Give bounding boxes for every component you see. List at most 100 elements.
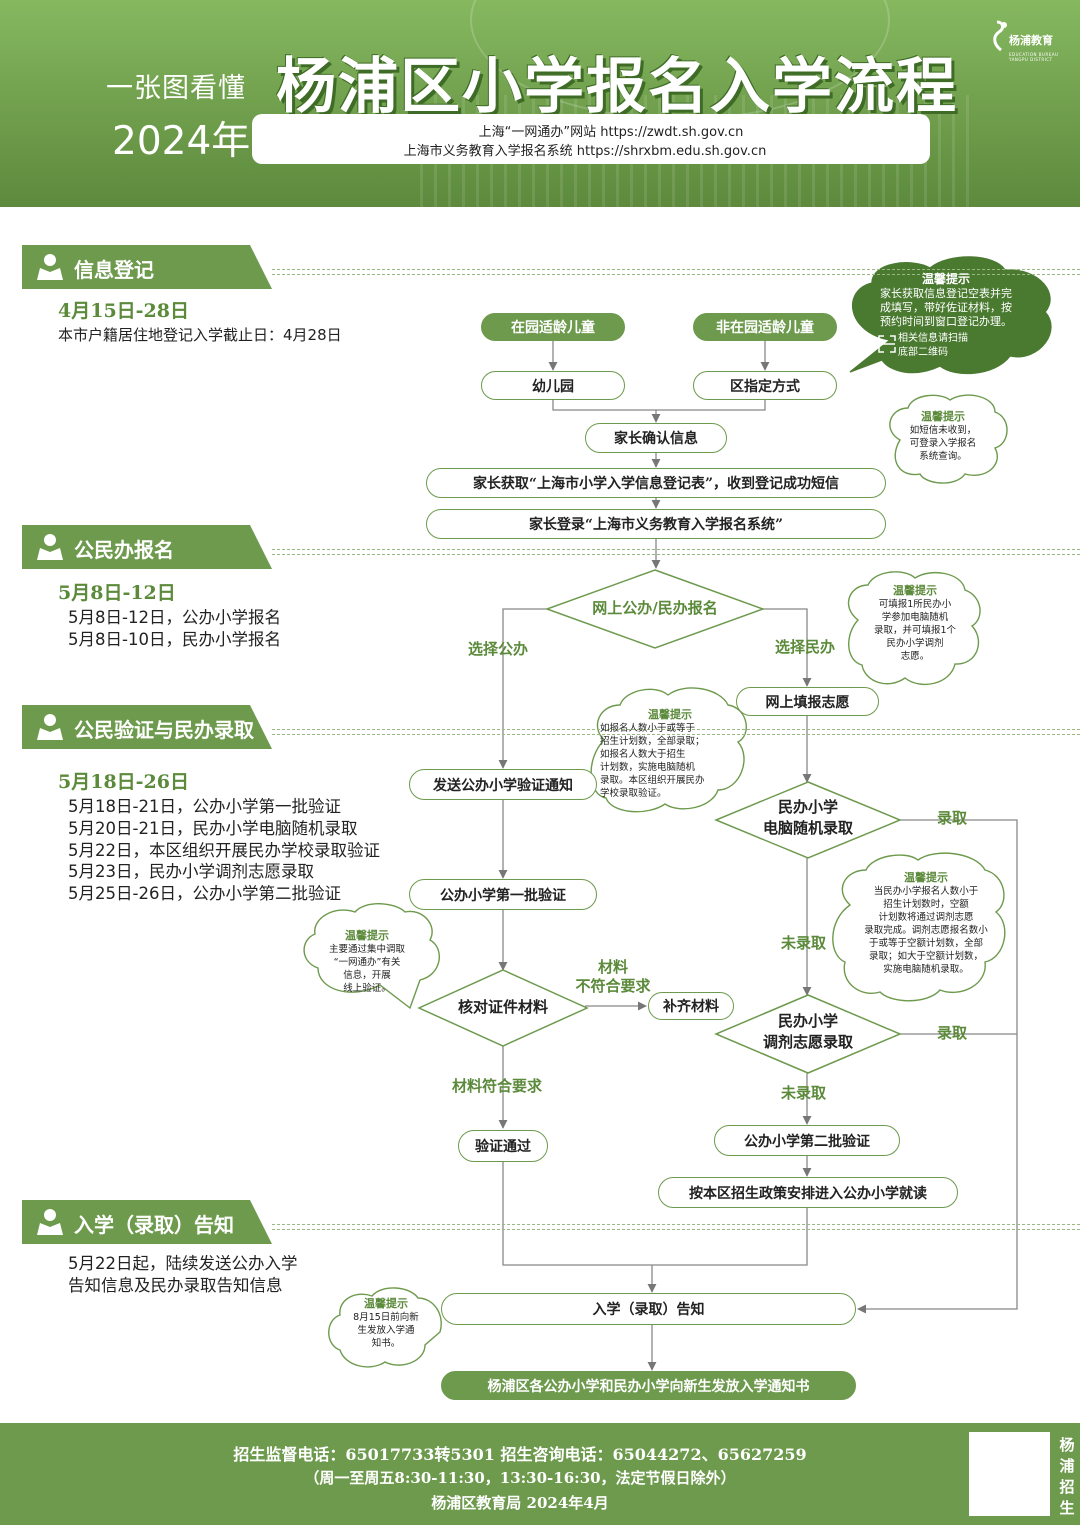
- diamond-lottery: [714, 781, 902, 859]
- url-box: 上海“一网通办”网站 https://zwdt.sh.gov.cn 上海市义务教…: [252, 114, 930, 164]
- diamond-verify-docs: [417, 969, 589, 1047]
- lottery-line2: 电脑随机录取: [762, 819, 853, 837]
- tip-line: 实施电脑随机录取。: [883, 964, 969, 975]
- section-line: 5月22日起，陆续发送公办入学: [68, 1254, 298, 1273]
- section-label: 信息登记: [74, 258, 154, 282]
- tip-scan-line: 底部二维码: [898, 347, 948, 358]
- section-label: 公民办报名: [74, 538, 174, 562]
- section-line: 告知信息及民办录取告知信息: [68, 1276, 283, 1295]
- logo-subtext: EDUCATION BUREAU YANGPU DISTRICT: [1009, 52, 1059, 62]
- logo-text: 杨浦教育: [1009, 34, 1053, 47]
- tip-line: 招生计划数，全部录取；: [600, 736, 705, 747]
- tip-line: 录取；如大于空额计划数，: [868, 951, 983, 962]
- diamond-online-apply: [544, 569, 766, 649]
- section-line: 5月20日-21日，民办小学电脑随机录取: [68, 819, 358, 838]
- edge-admitted-lottery: 录取: [937, 809, 968, 827]
- node-fill-wish: 网上填报志愿: [736, 687, 879, 716]
- reader-icon: [34, 532, 66, 562]
- tip-line: 学参加电脑随机: [881, 612, 949, 623]
- header-year: 2024年: [112, 119, 251, 164]
- tip-line: 录取完成。调剂志愿报名数小: [864, 925, 988, 936]
- vertical-char: 生: [1059, 1499, 1075, 1517]
- footer-issuer: 杨浦区教育局 2024年4月: [431, 1494, 609, 1512]
- tip-line: 计划数将通过调剂志愿: [878, 912, 974, 923]
- node-not-in-kindergarten: 非在园适龄儿童: [693, 313, 837, 341]
- tip-line: 主要通过集中调取: [328, 944, 405, 955]
- edge-admitted-adjust: 录取: [937, 1024, 968, 1042]
- docs-bad-line2: 不符合要求: [575, 977, 651, 995]
- logo-icon: [993, 20, 1007, 52]
- section-divider: [272, 269, 1080, 275]
- node-passed: 验证通过: [458, 1130, 548, 1162]
- section-line: 5月8日-10日，民办小学报名: [68, 630, 281, 649]
- tip-sms: 温馨提示 如短信未收到， 可登录入学报名 系统查询。: [896, 408, 990, 463]
- section-banner-verify: 公民验证与民办录取: [22, 705, 272, 749]
- page-title: 杨浦区小学报名入学流程: [276, 52, 958, 122]
- docs-bad-line1: 材料: [597, 958, 628, 976]
- tip-line: 于或等于空额计划数，全部: [868, 938, 983, 949]
- url-enrollment-system[interactable]: 上海市义务教育入学报名系统 https://shrxbm.edu.sh.gov.…: [403, 144, 767, 159]
- qr-code[interactable]: [969, 1432, 1050, 1516]
- tip-title: 温馨提示: [345, 929, 389, 942]
- vertical-char: 招: [1059, 1478, 1075, 1496]
- tip-line: 录取。本区组织开展民办: [600, 775, 705, 786]
- section-date: 4月15日-28日: [58, 300, 189, 322]
- header-subtitle: 一张图看懂: [106, 73, 246, 104]
- tip-line: 知书。: [371, 1338, 401, 1349]
- tip-august: 温馨提示 8月15日前向新 生发放入学通 知书。: [340, 1295, 432, 1350]
- node-kindergarten: 幼儿园: [481, 371, 625, 400]
- adjust-line2: 调剂志愿录取: [762, 1033, 853, 1051]
- vertical-char: 杨: [1059, 1436, 1075, 1454]
- tip-private-wish: 温馨提示 可填报1所民办小 学参加电脑随机 录取，并可填报1个 民办小学调剂 志…: [856, 582, 974, 663]
- node-in-kindergarten: 在园适龄儿童: [481, 313, 625, 341]
- section-label: 公民验证与民办录取: [74, 718, 254, 742]
- tip-title: 温馨提示: [893, 584, 937, 597]
- scan-icon: [878, 335, 896, 353]
- node-arrange-public: 按本区招生政策安排进入公办小学就读: [658, 1177, 958, 1208]
- tip-line: 如报名人数大于招生: [600, 749, 686, 760]
- footer-phones: 招生监督电话：65017733转5301 招生咨询电话：65044272、656…: [233, 1445, 807, 1464]
- tip-line: 志愿。: [900, 651, 930, 662]
- header-banner: 一张图看懂 2024年 杨浦区小学报名入学流程 上海“一网通办”网站 https…: [0, 0, 1080, 207]
- section-date: 5月8日-12日: [58, 582, 176, 604]
- section-line: 5月23日，民办小学调剂志愿录取: [68, 862, 314, 881]
- diamond-label-adjust: 民办小学 调剂志愿录取: [728, 1011, 888, 1053]
- cloud-shapes: [303, 256, 1052, 1368]
- node-second-batch: 公办小学第二批验证: [714, 1125, 900, 1156]
- lottery-line1: 民办小学: [777, 798, 838, 816]
- url-yiwangtongban[interactable]: 上海“一网通办”网站 https://zwdt.sh.gov.cn: [478, 125, 744, 140]
- reader-icon: [34, 712, 66, 742]
- diamond-label-lottery: 民办小学 电脑随机录取: [728, 797, 888, 839]
- node-parent-confirm: 家长确认信息: [585, 423, 727, 453]
- section-line: 5月18日-21日，公办小学第一批验证: [68, 797, 341, 816]
- tip-line: 当民办小学报名人数小于: [873, 886, 979, 897]
- node-final-notice: 杨浦区各公办小学和民办小学向新生发放入学通知书: [441, 1371, 856, 1400]
- tip-title: 温馨提示: [364, 1297, 408, 1310]
- footer-hours: （周一至周五8:30-11:30，13:30-16:30，法定节假日除外）: [304, 1469, 736, 1487]
- tip-line: “一网通办”有关: [333, 957, 401, 968]
- diamond-label-online-apply: 网上公办/民办报名: [592, 599, 718, 617]
- tip-line: 可登录入学报名: [909, 438, 977, 449]
- tip-line: 如报名人数小于或等于: [600, 723, 696, 734]
- diamond-adjust: [714, 994, 902, 1074]
- vertical-char: 浦: [1059, 1457, 1075, 1475]
- section-line: 5月22日，本区组织开展民办学校录取验证: [68, 841, 380, 860]
- edge-choose-public: 选择公办: [468, 640, 529, 658]
- tip-line: 生发放入学通: [357, 1325, 415, 1336]
- reader-icon: [34, 1207, 66, 1237]
- tip-line: 可填报1所民办小: [878, 599, 952, 610]
- footer-vertical-label: 杨 浦 招 生: [1058, 1435, 1076, 1519]
- tip-line: 录取，并可填报1个: [873, 625, 957, 636]
- edge-docs-ok: 材料符合要求: [452, 1077, 543, 1095]
- edge-not-admitted-adjust: 未录取: [781, 1084, 827, 1102]
- tip-line: 计划数，实施电脑随机: [600, 762, 696, 773]
- tip-title: 温馨提示: [648, 708, 692, 721]
- tip-line: 系统查询。: [919, 451, 967, 462]
- section-banner-notice: 入学（录取）告知: [22, 1200, 272, 1244]
- tip-online-verify: 温馨提示 主要通过集中调取 “一网通办”有关 信息，开展 线上验证。: [312, 927, 422, 995]
- section-line: 5月25日-26日，公办小学第二批验证: [68, 884, 341, 903]
- tip-line: 成填写，带好佐证材料，按: [880, 301, 1012, 314]
- section-banner-registration: 信息登记: [22, 245, 272, 289]
- tip-line: 如短信未收到，: [909, 425, 977, 436]
